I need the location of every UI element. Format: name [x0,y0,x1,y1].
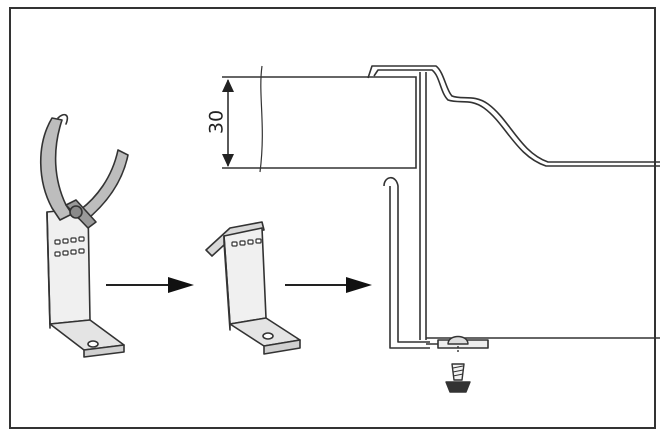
arrow-right-icon [106,277,194,293]
dimension-label: 30 [206,110,228,134]
arrow-right-icon [285,277,372,293]
worktop-section [222,65,417,173]
diagram-frame [9,7,656,429]
pliers-icon [39,113,129,358]
screw-icon [445,335,471,393]
bracket-icon [46,207,125,358]
bent-bracket-icon [205,221,301,355]
height-dimension: 30 [206,79,234,167]
